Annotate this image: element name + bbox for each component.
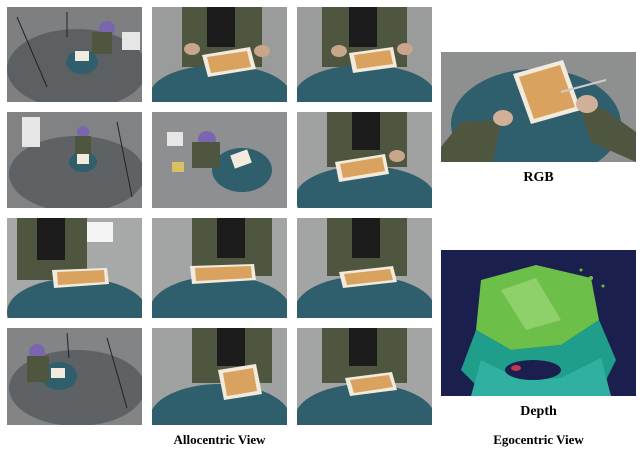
allocentric-photo-r2c1 <box>7 112 142 208</box>
allocentric-photo-r1c3 <box>297 7 432 102</box>
egocentric-rgb-photo <box>441 52 636 162</box>
egocentric-depth-map <box>441 250 636 396</box>
allocentric-photo-r2c2 <box>152 112 287 208</box>
allocentric-photo-r4c1 <box>7 328 142 425</box>
depth-label: Depth <box>520 404 557 419</box>
allocentric-photo-r3c1 <box>7 218 142 318</box>
allocentric-photo-r3c2 <box>152 218 287 318</box>
allocentric-caption: Allocentric View <box>173 432 266 447</box>
egocentric-caption: Egocentric View <box>493 432 584 447</box>
allocentric-photo-r3c3 <box>297 218 432 318</box>
allocentric-photo-r1c1 <box>7 7 142 102</box>
allocentric-photo-r1c2 <box>152 7 287 102</box>
allocentric-photo-r2c3 <box>297 112 432 208</box>
allocentric-photo-r4c2 <box>152 328 287 425</box>
allocentric-photo-r4c3 <box>297 328 432 425</box>
rgb-label: RGB <box>523 170 554 185</box>
